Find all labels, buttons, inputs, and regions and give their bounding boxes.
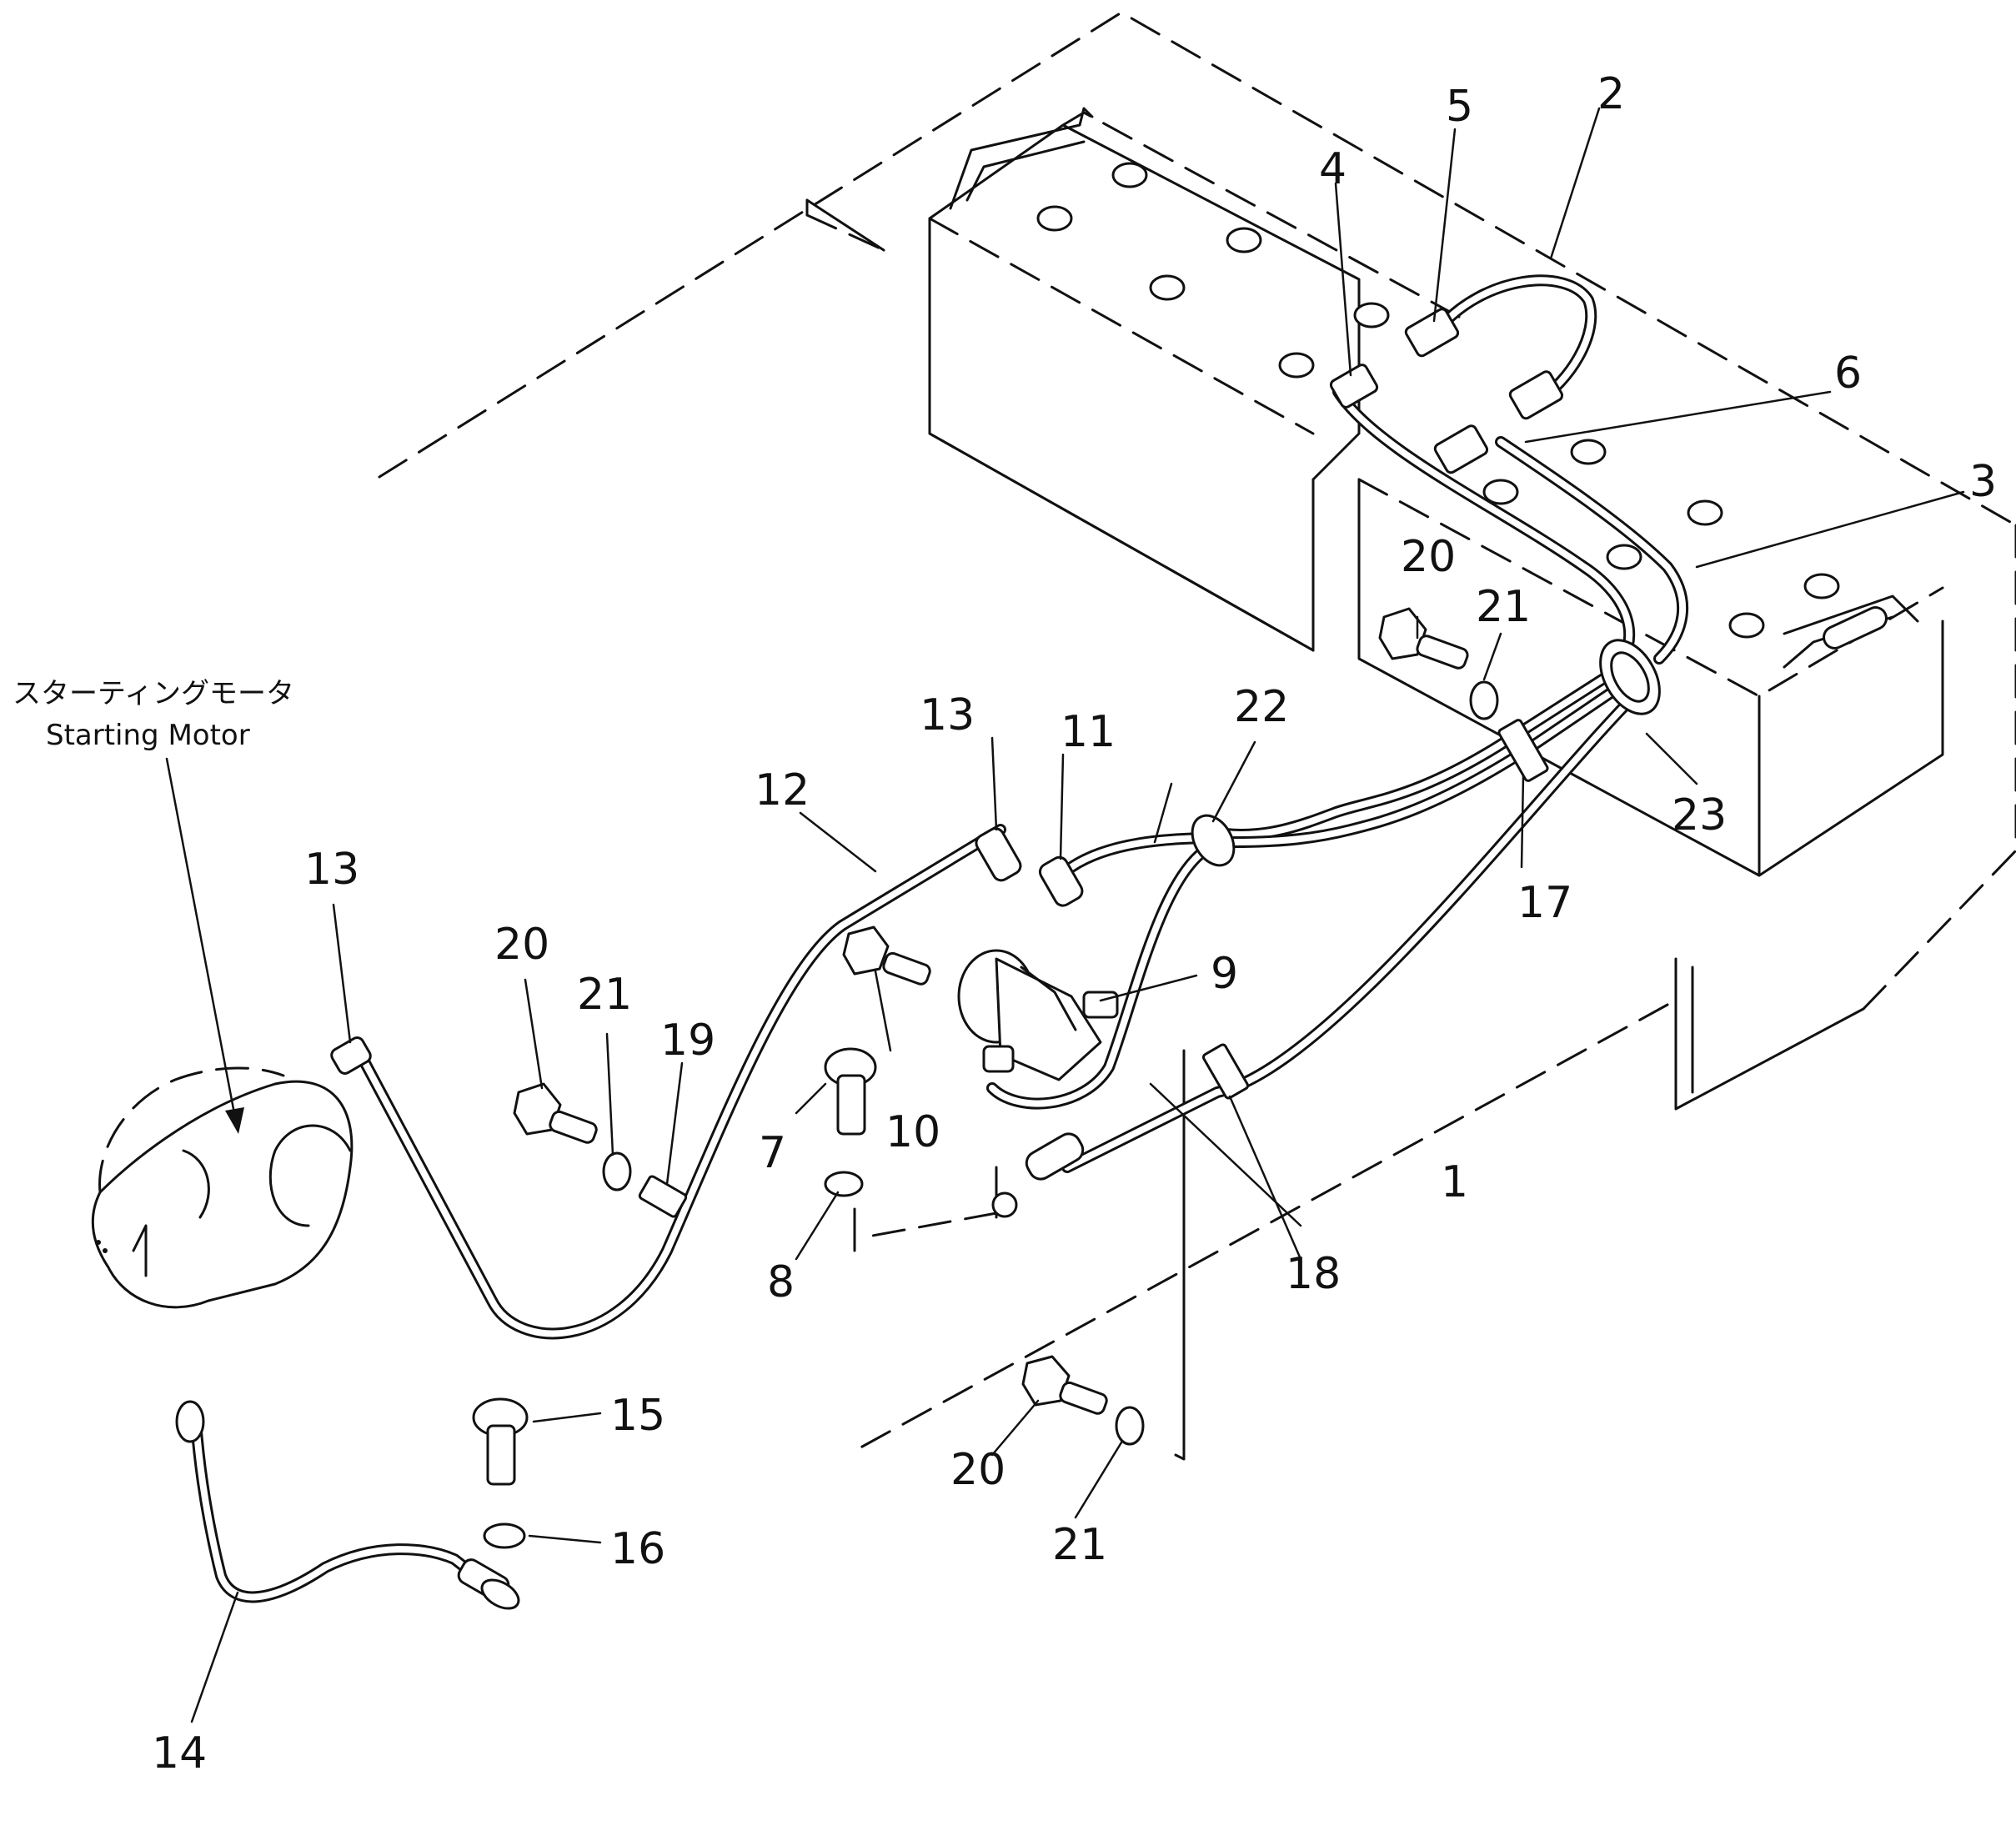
battery-left-cell-caps bbox=[1036, 162, 1390, 379]
motor-label-japanese: スターティングモータ bbox=[13, 677, 294, 710]
battery-right-cell-caps bbox=[1482, 439, 1840, 639]
callout-11: 11 bbox=[1061, 707, 1116, 757]
washer-8 bbox=[824, 1171, 864, 1197]
callout-19: 19 bbox=[660, 1016, 715, 1066]
callout-labels: 1 2 3 4 5 6 7 8 9 10 11 12 13 13 14 15 1… bbox=[152, 69, 1997, 1778]
callout-21a: 21 bbox=[1476, 582, 1531, 632]
callout-20c: 20 bbox=[950, 1445, 1005, 1495]
callout-21c: 21 bbox=[1052, 1520, 1107, 1570]
callout-18: 18 bbox=[1286, 1249, 1341, 1299]
callout-16: 16 bbox=[610, 1524, 665, 1574]
motor-label-english: Starting Motor bbox=[46, 719, 250, 752]
washer-21-top bbox=[1469, 680, 1499, 720]
callout-10: 10 bbox=[885, 1107, 940, 1157]
callout-20b: 20 bbox=[494, 920, 549, 970]
callout-13a: 13 bbox=[920, 690, 975, 740]
callout-5: 5 bbox=[1446, 82, 1473, 132]
callout-4: 4 bbox=[1319, 144, 1347, 194]
callout-8: 8 bbox=[767, 1257, 795, 1307]
callout-15: 15 bbox=[610, 1391, 665, 1441]
callout-2: 2 bbox=[1597, 69, 1625, 119]
battery-cables bbox=[190, 274, 1689, 1603]
callout-21b: 21 bbox=[577, 970, 632, 1020]
callout-6: 6 bbox=[1834, 349, 1862, 399]
bolt-10 bbox=[842, 926, 931, 986]
callout-20a: 20 bbox=[1401, 532, 1456, 582]
callout-12: 12 bbox=[755, 765, 810, 815]
battery-relay bbox=[957, 949, 1119, 1081]
bolt-20-top bbox=[1378, 607, 1469, 670]
callout-13b: 13 bbox=[304, 845, 359, 895]
washer-21-bottom bbox=[1115, 1406, 1145, 1446]
starting-motor-label: スターティングモータ Starting Motor bbox=[13, 677, 294, 752]
cable-hardware bbox=[175, 308, 1661, 1610]
bolt-15 bbox=[472, 1397, 529, 1486]
bolt-20-bottom bbox=[1021, 1355, 1108, 1415]
battery-left bbox=[928, 107, 1461, 652]
washer-16 bbox=[483, 1522, 526, 1549]
leader-lines bbox=[165, 107, 1965, 1723]
loose-hardware bbox=[472, 607, 1499, 1549]
callout-9: 9 bbox=[1211, 949, 1238, 999]
callout-3: 3 bbox=[1969, 457, 1997, 507]
starting-motor bbox=[91, 1066, 354, 1309]
machine-frame-outline bbox=[378, 11, 2016, 1461]
bolt-7 bbox=[824, 1047, 877, 1136]
callout-14: 14 bbox=[152, 1728, 207, 1778]
callout-17: 17 bbox=[1517, 878, 1572, 928]
washer-21-mid bbox=[602, 1151, 632, 1191]
callout-23: 23 bbox=[1672, 790, 1727, 840]
battery-right bbox=[1357, 439, 1944, 877]
callout-7: 7 bbox=[759, 1128, 786, 1178]
bolt-20-mid bbox=[513, 1082, 598, 1144]
callout-22: 22 bbox=[1234, 682, 1289, 732]
callout-1: 1 bbox=[1441, 1157, 1468, 1207]
